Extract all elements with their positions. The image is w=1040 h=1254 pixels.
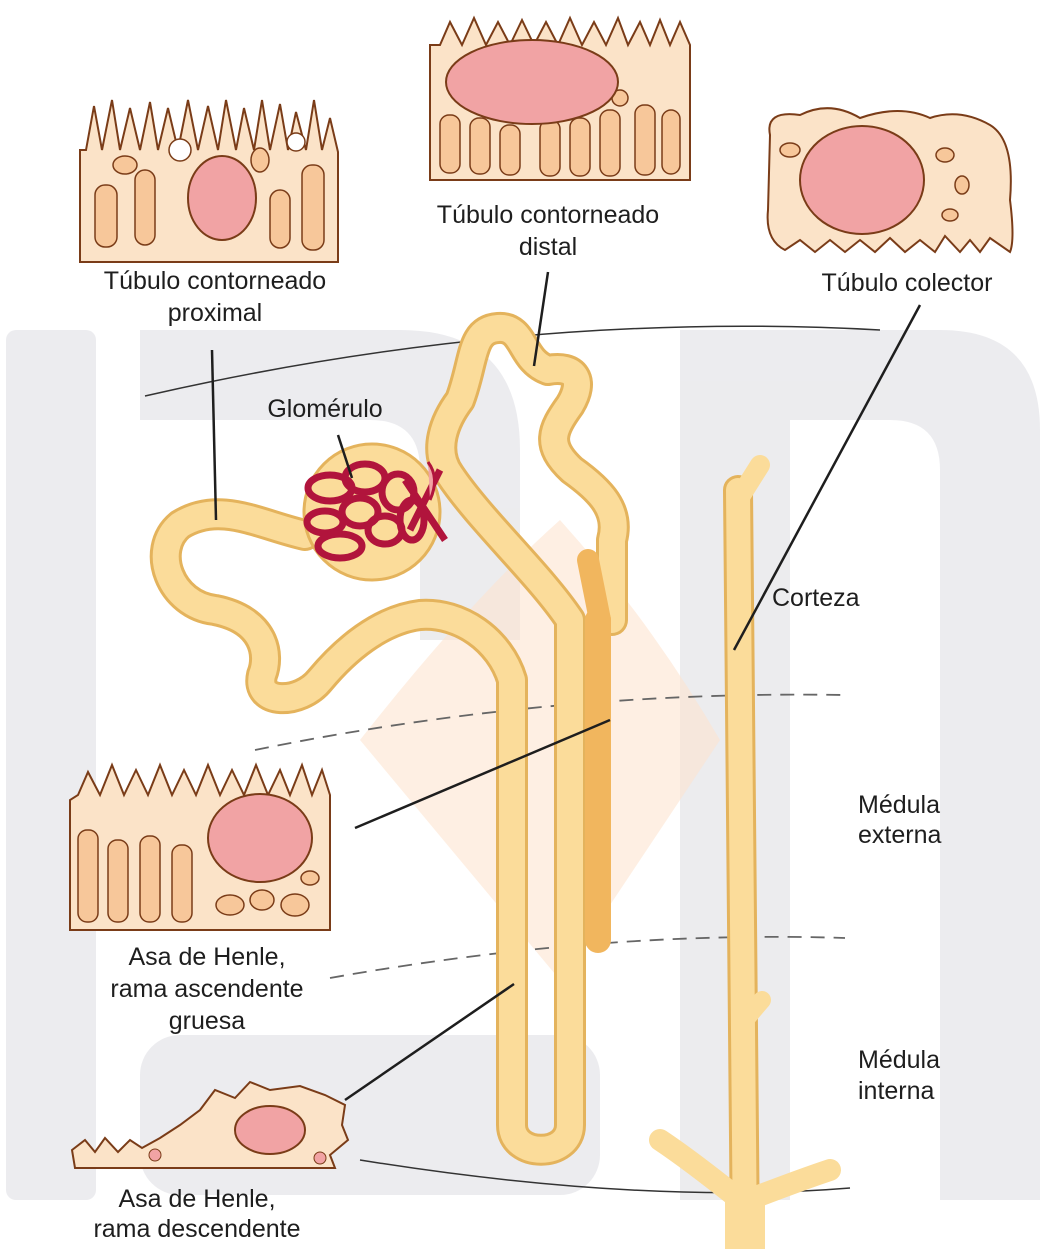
cell-collecting-tubule	[768, 108, 1013, 252]
label-outer-medulla-2: externa	[858, 820, 941, 851]
cell-distal-tubule	[430, 18, 690, 180]
label-collecting-tubule: Túbulo colector	[822, 268, 993, 299]
label-thick-ascending-2: rama ascendente	[110, 974, 303, 1005]
cell-proximal-tubule	[80, 100, 338, 262]
label-proximal-tubule-1: Túbulo contorneado	[104, 266, 326, 297]
label-thin-descending-1: Asa de Henle,	[118, 1184, 275, 1215]
label-thick-ascending-3: gruesa	[169, 1006, 245, 1037]
label-proximal-tubule-2: proximal	[168, 298, 262, 329]
label-distal-tubule-2: distal	[519, 232, 577, 263]
cell-thick-ascending-limb	[70, 765, 330, 930]
label-outer-medulla-1: Médula	[858, 790, 940, 821]
label-thin-descending-2: rama descendente	[93, 1214, 300, 1245]
label-glomerulus: Glomérulo	[267, 394, 382, 425]
label-cortex: Corteza	[772, 583, 860, 614]
label-inner-medulla-1: Médula	[858, 1045, 940, 1076]
label-thick-ascending-1: Asa de Henle,	[128, 942, 285, 973]
label-distal-tubule-1: Túbulo contorneado	[437, 200, 659, 231]
label-inner-medulla-2: interna	[858, 1076, 934, 1107]
